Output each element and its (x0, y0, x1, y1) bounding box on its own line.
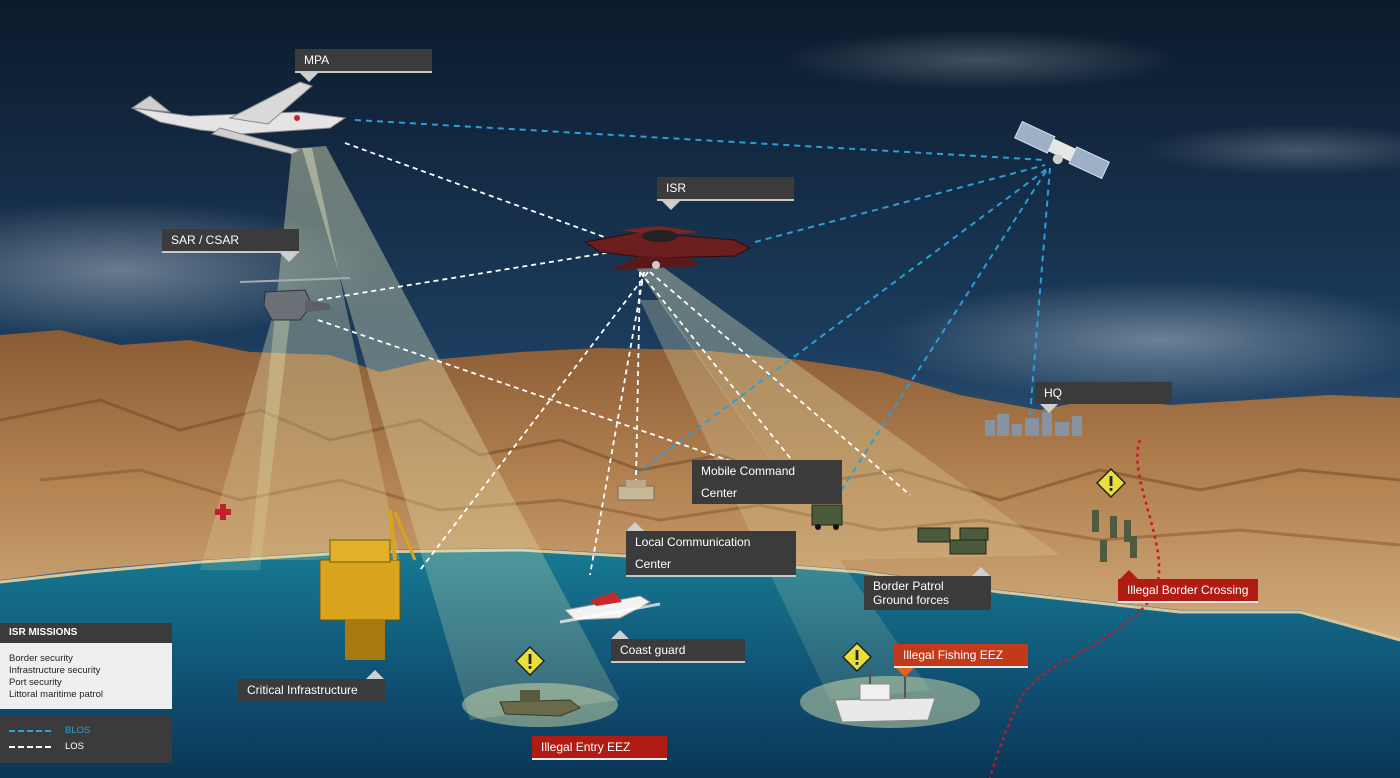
blos-legend-row: BLOS (9, 723, 163, 739)
legend-title: ISR MISSIONS (0, 623, 172, 643)
los-legend-label: LOS (65, 741, 85, 752)
isr-pointer (662, 201, 680, 210)
border-patrol-pointer (972, 567, 990, 576)
mpa-pointer (300, 73, 318, 82)
los-links (317, 142, 911, 576)
patrol-boat-icon (499, 690, 581, 717)
mission-item: Border security (9, 653, 73, 664)
isr-aircraft-icon (583, 226, 752, 270)
mpa-label: MPA (295, 49, 432, 73)
soldiers-icon (1092, 510, 1137, 562)
ground-forces-vehicles-icon (917, 527, 989, 555)
satellite-icon (1014, 120, 1110, 180)
blos-dash-icon (9, 730, 51, 732)
mpa-aircraft-icon (130, 81, 347, 155)
hq-pointer (1040, 404, 1058, 413)
local-comm-pointer (626, 522, 644, 531)
warning-icon (1096, 468, 1126, 498)
coast-guard-label: Coast guard (611, 639, 745, 663)
border-patrol-line2: Ground forces (873, 593, 950, 607)
coast-guard-pointer (611, 630, 629, 639)
blos-legend-label: BLOS (65, 725, 91, 736)
sar-csar-pointer (280, 253, 298, 262)
los-legend-row: LOS (9, 739, 163, 755)
border-crossing-pointer (1120, 570, 1138, 579)
mission-item: Infrastructure security (9, 665, 101, 676)
medical-cross-icon (215, 504, 231, 520)
sar-helicopter-icon (239, 277, 351, 321)
mission-item: Port security (9, 677, 62, 688)
hq-buildings-icon (985, 412, 1082, 436)
warning-icon (515, 646, 545, 676)
comm-center-icon (617, 480, 655, 501)
border-line (988, 439, 1161, 778)
blos-links (354, 119, 1051, 501)
warning-icon (842, 642, 872, 672)
illegal-entry-alert: Illegal Entry EEZ (532, 736, 667, 760)
border-patrol-label: Border Patrol Ground forces (864, 576, 991, 610)
mission-list: Border security Infrastructure security … (0, 643, 172, 709)
legend-panel: ISR MISSIONS Border security Infrastruct… (0, 623, 172, 763)
line-legend: BLOS LOS (0, 715, 172, 763)
coast-guard-boat-icon (559, 592, 661, 624)
local-communication-center-label: Local Communication Center (626, 531, 796, 577)
isr-label: ISR (657, 177, 794, 201)
mobile-command-center-label: Mobile Command Center (692, 460, 842, 504)
oil-platform-icon (319, 509, 417, 660)
los-dash-icon (9, 746, 51, 748)
illegal-border-crossing-alert: Illegal Border Crossing (1118, 579, 1258, 603)
hq-label: HQ (1035, 382, 1172, 404)
sar-csar-label: SAR / CSAR (162, 229, 299, 253)
command-vehicle-icon (811, 504, 843, 530)
illegal-fishing-pointer (896, 668, 914, 677)
illegal-fishing-alert: Illegal Fishing EEZ (894, 644, 1028, 668)
isr-beam-ground (632, 262, 1060, 560)
critical-infra-pointer (366, 670, 384, 679)
border-patrol-line1: Border Patrol (873, 579, 944, 593)
critical-infrastructure-label: Critical Infrastructure (238, 679, 385, 701)
mission-item: Littoral maritime patrol (9, 689, 103, 700)
